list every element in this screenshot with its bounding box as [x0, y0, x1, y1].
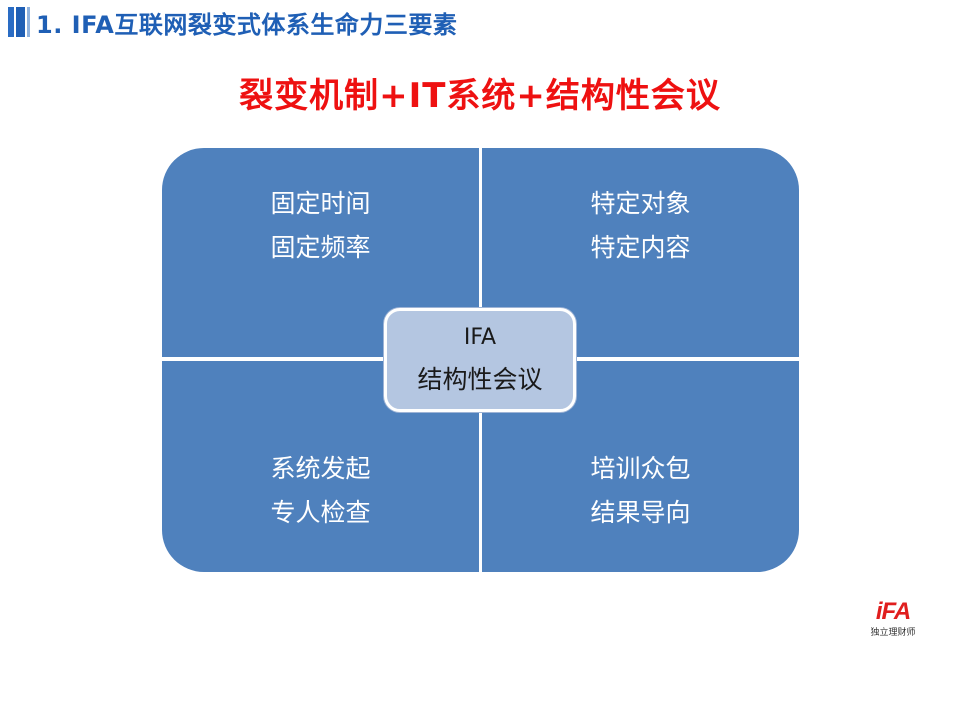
center-box: IFA 结构性会议: [384, 308, 576, 412]
center-label-line1: IFA: [463, 325, 497, 350]
quadrant-top-left: 固定时间 固定频率: [162, 148, 479, 357]
center-label-line2: 结构性会议: [417, 365, 543, 394]
ifa-logo: iFA 独立理财师: [866, 600, 920, 639]
logo-mark: iFA: [875, 598, 911, 625]
quadrant-text: 固定时间: [270, 189, 371, 218]
logo-caption: 独立理财师: [870, 628, 916, 638]
quadrant-text: 培训众包: [590, 454, 691, 483]
slide-subtitle: 裂变机制+IT系统+结构性会议: [239, 76, 721, 116]
quadrant-text: 固定频率: [270, 233, 371, 262]
quadrant-text: 系统发起: [270, 454, 371, 483]
quadrant-text: 特定对象: [590, 189, 691, 218]
page-header: 1. IFA互联网裂变式体系生命力三要素: [8, 6, 458, 39]
page-title: 1. IFA互联网裂变式体系生命力三要素: [36, 10, 458, 39]
quadrant-text: 专人检查: [270, 498, 371, 527]
title-bar-icon: [8, 7, 30, 37]
quadrant-text: 特定内容: [590, 233, 691, 262]
quadrant-text: 结果导向: [590, 498, 691, 527]
